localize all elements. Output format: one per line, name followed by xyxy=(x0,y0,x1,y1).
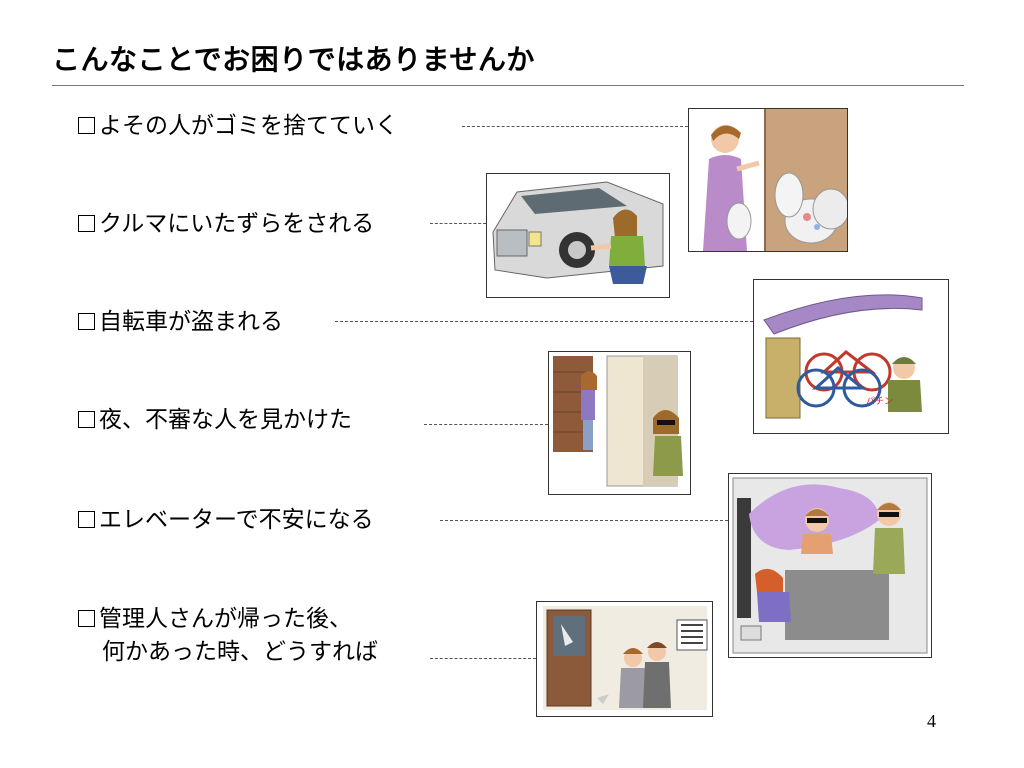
checkbox-icon xyxy=(78,411,95,428)
concern-text-line2: 何かあった時、どうすれば xyxy=(102,639,378,665)
leader-line xyxy=(440,520,728,521)
concern-item-elevator-anxiety: エレベーターで不安になる xyxy=(78,504,374,537)
concern-text: 夜、不審な人を見かけた xyxy=(99,407,352,433)
leader-line xyxy=(430,658,536,659)
concern-text: エレベーターで不安になる xyxy=(99,507,374,533)
slide-title: こんなことでお困りではありませんか xyxy=(52,43,535,76)
concern-item-bicycle-theft: 自転車が盗まれる xyxy=(78,306,283,339)
concern-text: 自転車が盗まれる xyxy=(99,309,283,335)
concern-item-car-mischief: クルマにいたずらをされる xyxy=(78,208,374,241)
checkbox-icon xyxy=(78,610,95,627)
checkbox-icon xyxy=(78,117,95,134)
elevator-threat-illustration xyxy=(728,473,932,658)
checkbox-icon xyxy=(78,511,95,528)
concern-item-garbage: よその人がゴミを捨てていく xyxy=(78,110,398,143)
leader-line xyxy=(335,321,753,322)
title-divider xyxy=(52,85,964,86)
concern-item-suspicious-person: 夜、不審な人を見かけた xyxy=(78,404,352,437)
concern-text-line1: 管理人さんが帰った後、 xyxy=(99,606,352,632)
leader-line xyxy=(462,126,688,127)
person-tampering-with-car-illustration xyxy=(486,173,670,298)
leader-line xyxy=(430,223,486,224)
woman-taking-out-garbage-illustration xyxy=(688,108,848,252)
concern-text: よその人がゴミを捨てていく xyxy=(99,113,398,139)
svg-text:パチン: パチン xyxy=(866,396,893,407)
bicycle-thief-illustration: パチン xyxy=(753,279,949,434)
page-number: 4 xyxy=(927,711,936,731)
concern-text: クルマにいたずらをされる xyxy=(99,211,375,237)
leader-line xyxy=(424,424,548,425)
checkbox-icon xyxy=(78,215,95,232)
after-hours-incident-illustration xyxy=(536,601,713,717)
checkbox-icon xyxy=(78,313,95,330)
concern-item-after-hours: 管理人さんが帰った後、 何かあった時、どうすれば xyxy=(78,603,378,669)
suspicious-person-at-night-illustration xyxy=(548,351,691,495)
